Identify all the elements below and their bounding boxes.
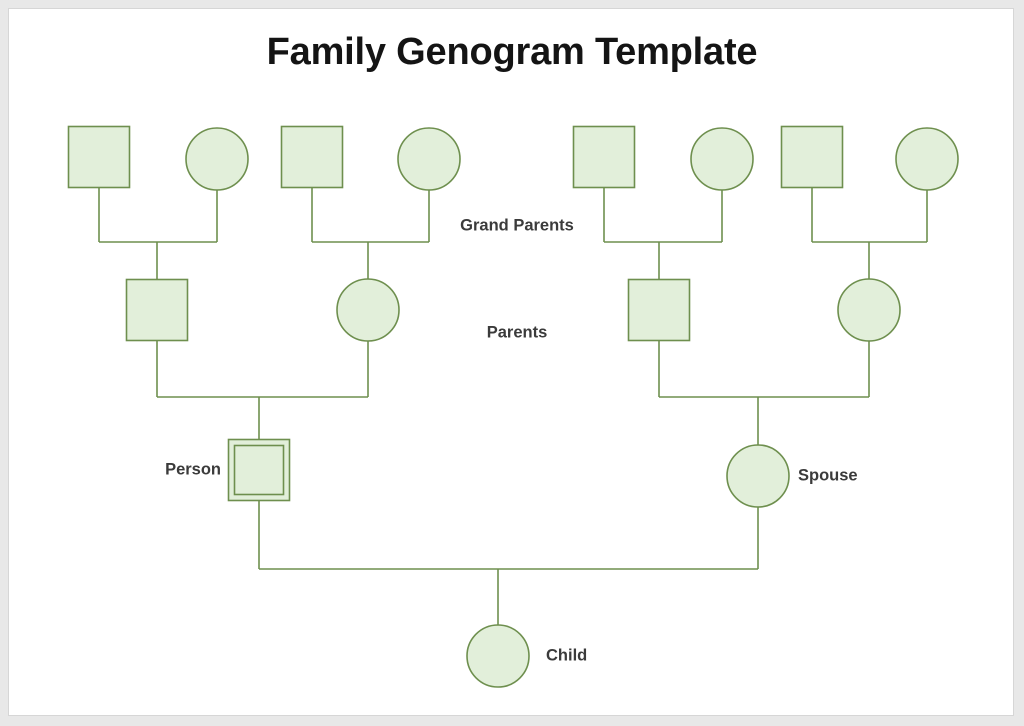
genogram-node-female-gp4-female[interactable] [895, 127, 959, 191]
genogram-node-female-mother[interactable] [336, 278, 400, 342]
genogram-node-female-gp3-female[interactable] [690, 127, 754, 191]
genogram-node-male-gp1-male[interactable] [67, 125, 131, 189]
genogram-node-male-gp3-male[interactable] [572, 125, 636, 189]
node-label-person: Person [165, 460, 221, 479]
genogram-node-female-gp1-female[interactable] [185, 127, 249, 191]
genogram-node-male-gp4-male[interactable] [780, 125, 844, 189]
genogram-node-male-gp2-male[interactable] [280, 125, 344, 189]
genogram-canvas [67, 125, 959, 688]
genogram-node-male-father[interactable] [125, 278, 189, 342]
node-label-child: Child [546, 646, 588, 665]
genogram-shapes [67, 125, 959, 688]
genogram-node-female-mother-in-law[interactable] [837, 278, 901, 342]
genogram-node-female-spouse[interactable] [726, 444, 790, 508]
connector-lines [98, 188, 928, 625]
node-label-spouse: Spouse [798, 466, 858, 485]
index-person-inner-square [233, 444, 285, 496]
page-title: Family Genogram Template [266, 31, 758, 73]
generation-label-parents: Parents [486, 323, 548, 342]
genogram-node-female-gp2-female[interactable] [397, 127, 461, 191]
genogram-node-male-father-in-law[interactable] [627, 278, 691, 342]
generation-label-grandparents: Grand Parents [460, 216, 574, 235]
genogram-node-female-child[interactable] [466, 624, 530, 688]
